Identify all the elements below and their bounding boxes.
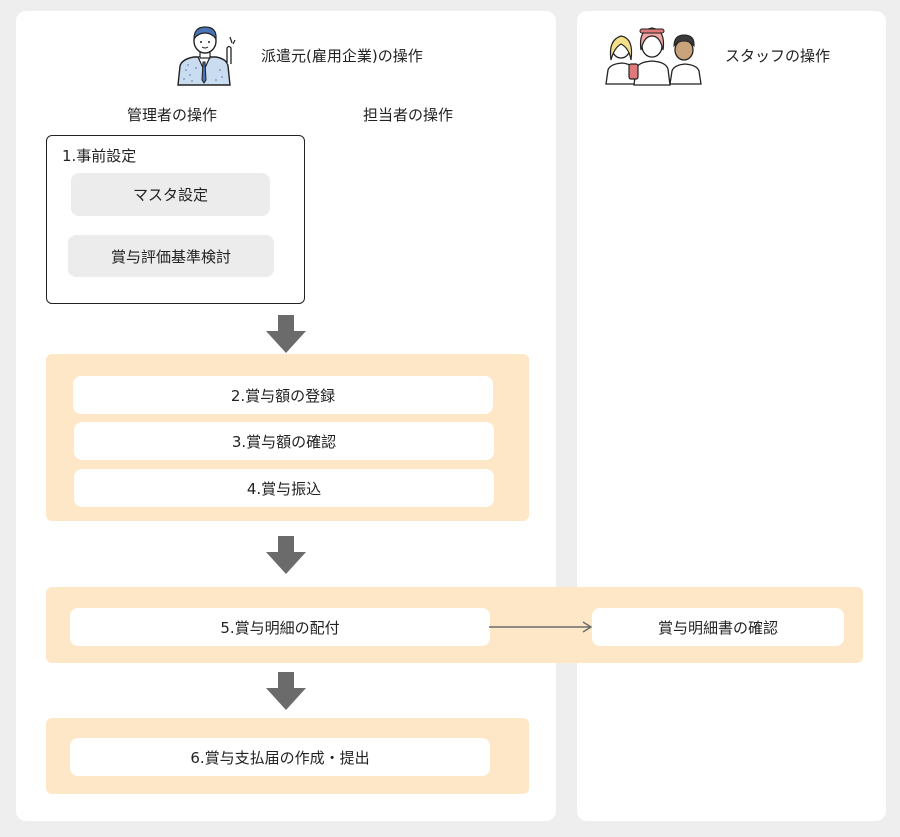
- bonus-report-submit-button[interactable]: 6.賞与支払届の作成・提出: [70, 738, 490, 776]
- bonus-criteria-button[interactable]: 賞与評価基準検討: [68, 235, 274, 277]
- employer-panel-title: 派遣元(雇用企業)の操作: [261, 47, 423, 65]
- bonus-register-button[interactable]: 2.賞与額の登録: [73, 376, 493, 414]
- arrow-down-icon: [266, 315, 306, 353]
- bonus-statement-distribute-button[interactable]: 5.賞与明細の配付: [70, 608, 490, 646]
- bonus-confirm-button[interactable]: 3.賞与額の確認: [74, 422, 494, 460]
- pre-settings-title: 1.事前設定: [62, 147, 137, 165]
- bonus-statement-check-button[interactable]: 賞与明細書の確認: [592, 608, 844, 646]
- staff-column-header: 担当者の操作: [362, 106, 453, 124]
- businessman-icon: [172, 24, 238, 86]
- staff-panel-title: スタッフの操作: [725, 47, 831, 65]
- master-settings-button[interactable]: マスタ設定: [71, 173, 270, 216]
- arrow-down-icon: [266, 672, 306, 710]
- arrow-right-icon: [489, 619, 593, 635]
- arrow-down-icon: [266, 536, 306, 574]
- admin-column-header: 管理者の操作: [126, 106, 217, 124]
- staff-panel: [577, 11, 886, 821]
- bonus-transfer-button[interactable]: 4.賞与振込: [74, 469, 494, 507]
- staff-group-icon: [602, 24, 704, 86]
